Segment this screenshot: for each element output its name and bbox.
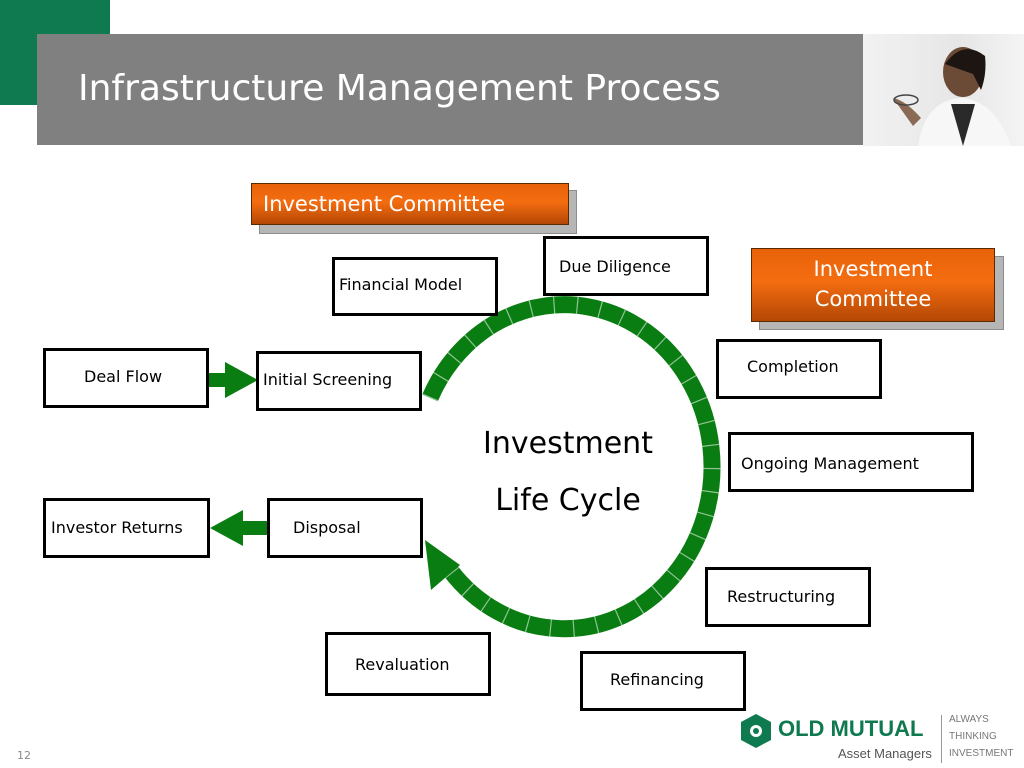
investment-committee-right: Investment Committee [751,248,995,322]
committee-right-label-1: Investment [813,257,933,281]
old-mutual-emblem-icon [741,714,771,748]
disposal-box: Disposal [267,498,423,558]
completion-label: Completion [747,357,839,376]
financial-model-label: Financial Model [339,275,463,294]
logo-tagline-2: THINKING [949,731,997,742]
logo-tagline-1: ALWAYS [949,714,989,725]
title-bar [37,34,863,145]
ongoing-management-label: Ongoing Management [741,454,919,473]
logo-brand: OLD MUTUAL [778,716,924,741]
deal-flow-arrow [209,362,258,398]
center-label-line1: Investment [483,426,653,461]
financial-model-box: Financial Model [332,257,498,316]
disposal-arrow [210,510,268,546]
restructuring-label: Restructuring [727,587,836,606]
investment-committee-top: Investment Committee [251,183,569,225]
refinancing-box: Refinancing [580,651,746,711]
restructuring-box: Restructuring [705,567,871,627]
due-diligence-label: Due Diligence [559,257,671,276]
disposal-label: Disposal [293,518,361,537]
initial-screening-box: Initial Screening [256,351,422,411]
due-diligence-box: Due Diligence [543,236,709,296]
page-number: 12 [17,749,31,762]
initial-screening-label: Initial Screening [263,370,393,389]
committee-right-label-2: Committee [814,287,932,311]
ongoing-management-box: Ongoing Management [728,432,974,492]
committee-top-label: Investment Committee [263,192,506,216]
logo-divider [941,715,942,763]
businesswoman-photo [863,34,1024,146]
logo-tagline-3: INVESTMENT [949,748,1014,759]
deal-flow-label: Deal Flow [84,367,163,386]
deal-flow-box: Deal Flow [43,348,209,408]
revaluation-box: Revaluation [325,632,491,696]
old-mutual-logo: OLD MUTUAL Asset Managers ALWAYS THINKIN… [740,711,1024,768]
center-label-line2: Life Cycle [495,483,641,518]
page-title: Infrastructure Management Process [78,68,721,109]
refinancing-label: Refinancing [610,670,704,689]
completion-box: Completion [716,339,882,399]
revaluation-label: Revaluation [355,655,450,674]
investor-returns-label: Investor Returns [51,518,183,537]
life-cycle-arc [422,296,721,638]
logo-sub: Asset Managers [838,746,932,761]
life-cycle-arrowhead [425,540,460,590]
investor-returns-box: Investor Returns [43,498,210,558]
